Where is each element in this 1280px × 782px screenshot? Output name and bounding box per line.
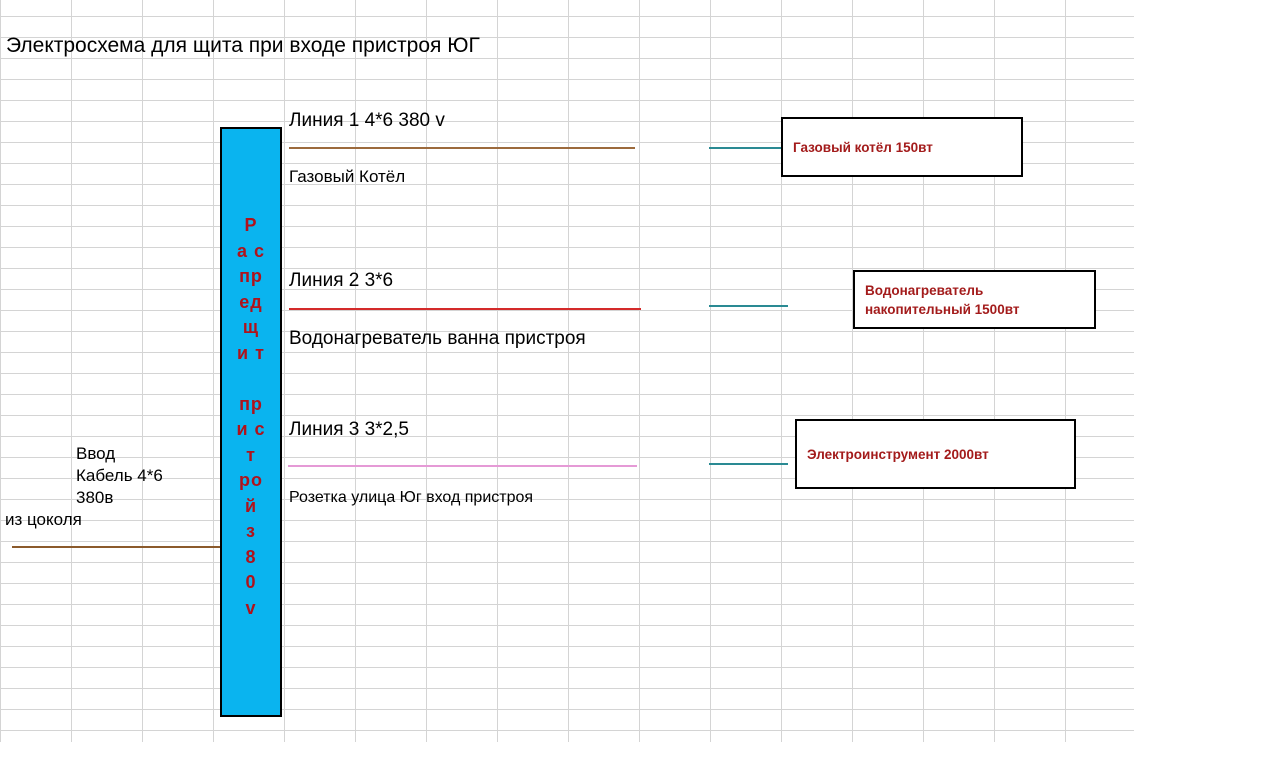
- input-wire: [12, 546, 220, 548]
- line-2-label: Линия 2 3*6: [289, 270, 394, 291]
- distribution-panel: Р а с пр ед щ и т пр и с т ро й з 8 0 v: [220, 127, 282, 717]
- line-3-wire: [288, 465, 637, 467]
- input-source-label: из цоколя: [5, 510, 82, 529]
- line-1-label: Линия 1 4*6 380 v: [289, 110, 445, 131]
- diagram-title: Электросхема для щита при входе пристроя…: [6, 34, 480, 57]
- line-2-description: Водонагреватель ванна пристроя: [289, 328, 586, 349]
- line-3-description: Розетка улица Юг вход пристроя: [289, 489, 534, 506]
- load-box-water-heater: Водонагреватель накопительный 1500вт: [853, 270, 1096, 329]
- input-label-line2: Кабель 4*6: [76, 466, 163, 485]
- line-2-wire: [289, 308, 641, 310]
- input-cable-label: Ввод Кабель 4*6 380в: [76, 443, 163, 509]
- load-box-water-heater-text: Водонагреватель накопительный 1500вт: [865, 282, 1020, 317]
- input-label-line3: 380в: [76, 488, 114, 507]
- line-3-label: Линия 3 3*2,5: [289, 419, 409, 440]
- load-box-power-tool: Электроинструмент 2000вт: [795, 419, 1076, 489]
- spreadsheet-grid: [0, 0, 1134, 742]
- load-box-gas-boiler: Газовый котёл 150вт: [781, 117, 1023, 177]
- panel-label: Р а с пр ед щ и т пр и с т ро й з 8 0 v: [236, 215, 266, 618]
- line-3-connector: [709, 463, 788, 465]
- line-1-connector: [709, 147, 782, 149]
- input-label-line1: Ввод: [76, 444, 116, 463]
- line-2-connector: [709, 305, 788, 307]
- line-1-description: Газовый Котёл: [289, 167, 406, 186]
- line-1-wire: [289, 147, 635, 149]
